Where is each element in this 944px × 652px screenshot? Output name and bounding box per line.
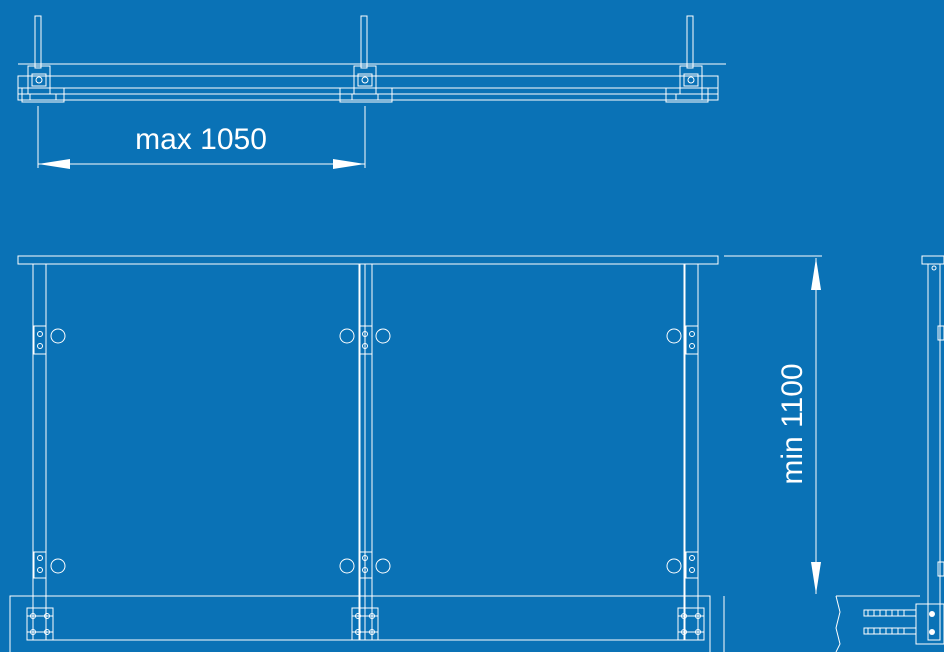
side-floor-edge — [835, 595, 920, 652]
post-spacing-label: max 1050 — [135, 123, 267, 156]
plan-view: max 1050 — [17, 15, 726, 169]
floor-slab — [9, 595, 725, 652]
post-middle — [358, 263, 373, 641]
side-view — [835, 255, 944, 652]
base-mount-right — [677, 607, 705, 641]
base-mount-middle — [351, 607, 379, 641]
glass-clamp-lower-right — [666, 551, 699, 579]
post-left — [32, 263, 47, 641]
post-bracket-plan-1 — [21, 65, 65, 103]
side-base-plate — [915, 603, 944, 645]
anchor-bolt-1 — [34, 15, 42, 69]
glass-clamp-upper-middle — [339, 325, 391, 355]
base-mount-left — [26, 607, 54, 641]
top-rail — [17, 255, 719, 265]
post-right — [684, 263, 699, 641]
glass-clamp-upper-left — [33, 325, 66, 355]
side-anchor-bolts — [863, 609, 917, 635]
glass-clamp-lower-left — [33, 551, 66, 579]
glass-panel-right — [371, 263, 685, 641]
post-spacing-dimension: max 1050 — [37, 106, 366, 169]
glass-panel-left — [45, 263, 361, 641]
railing-height-label: min 1100 — [776, 363, 809, 484]
elevation-view: min 1100 — [9, 255, 822, 652]
post-bracket-plan-2 — [339, 65, 393, 103]
anchor-bolt-3 — [686, 15, 694, 69]
glass-clamp-upper-right — [666, 325, 699, 355]
anchor-bolt-2 — [360, 15, 368, 69]
post-bracket-plan-3 — [665, 65, 709, 103]
glass-clamp-lower-middle — [339, 551, 391, 579]
railing-height-dimension: min 1100 — [724, 255, 822, 594]
